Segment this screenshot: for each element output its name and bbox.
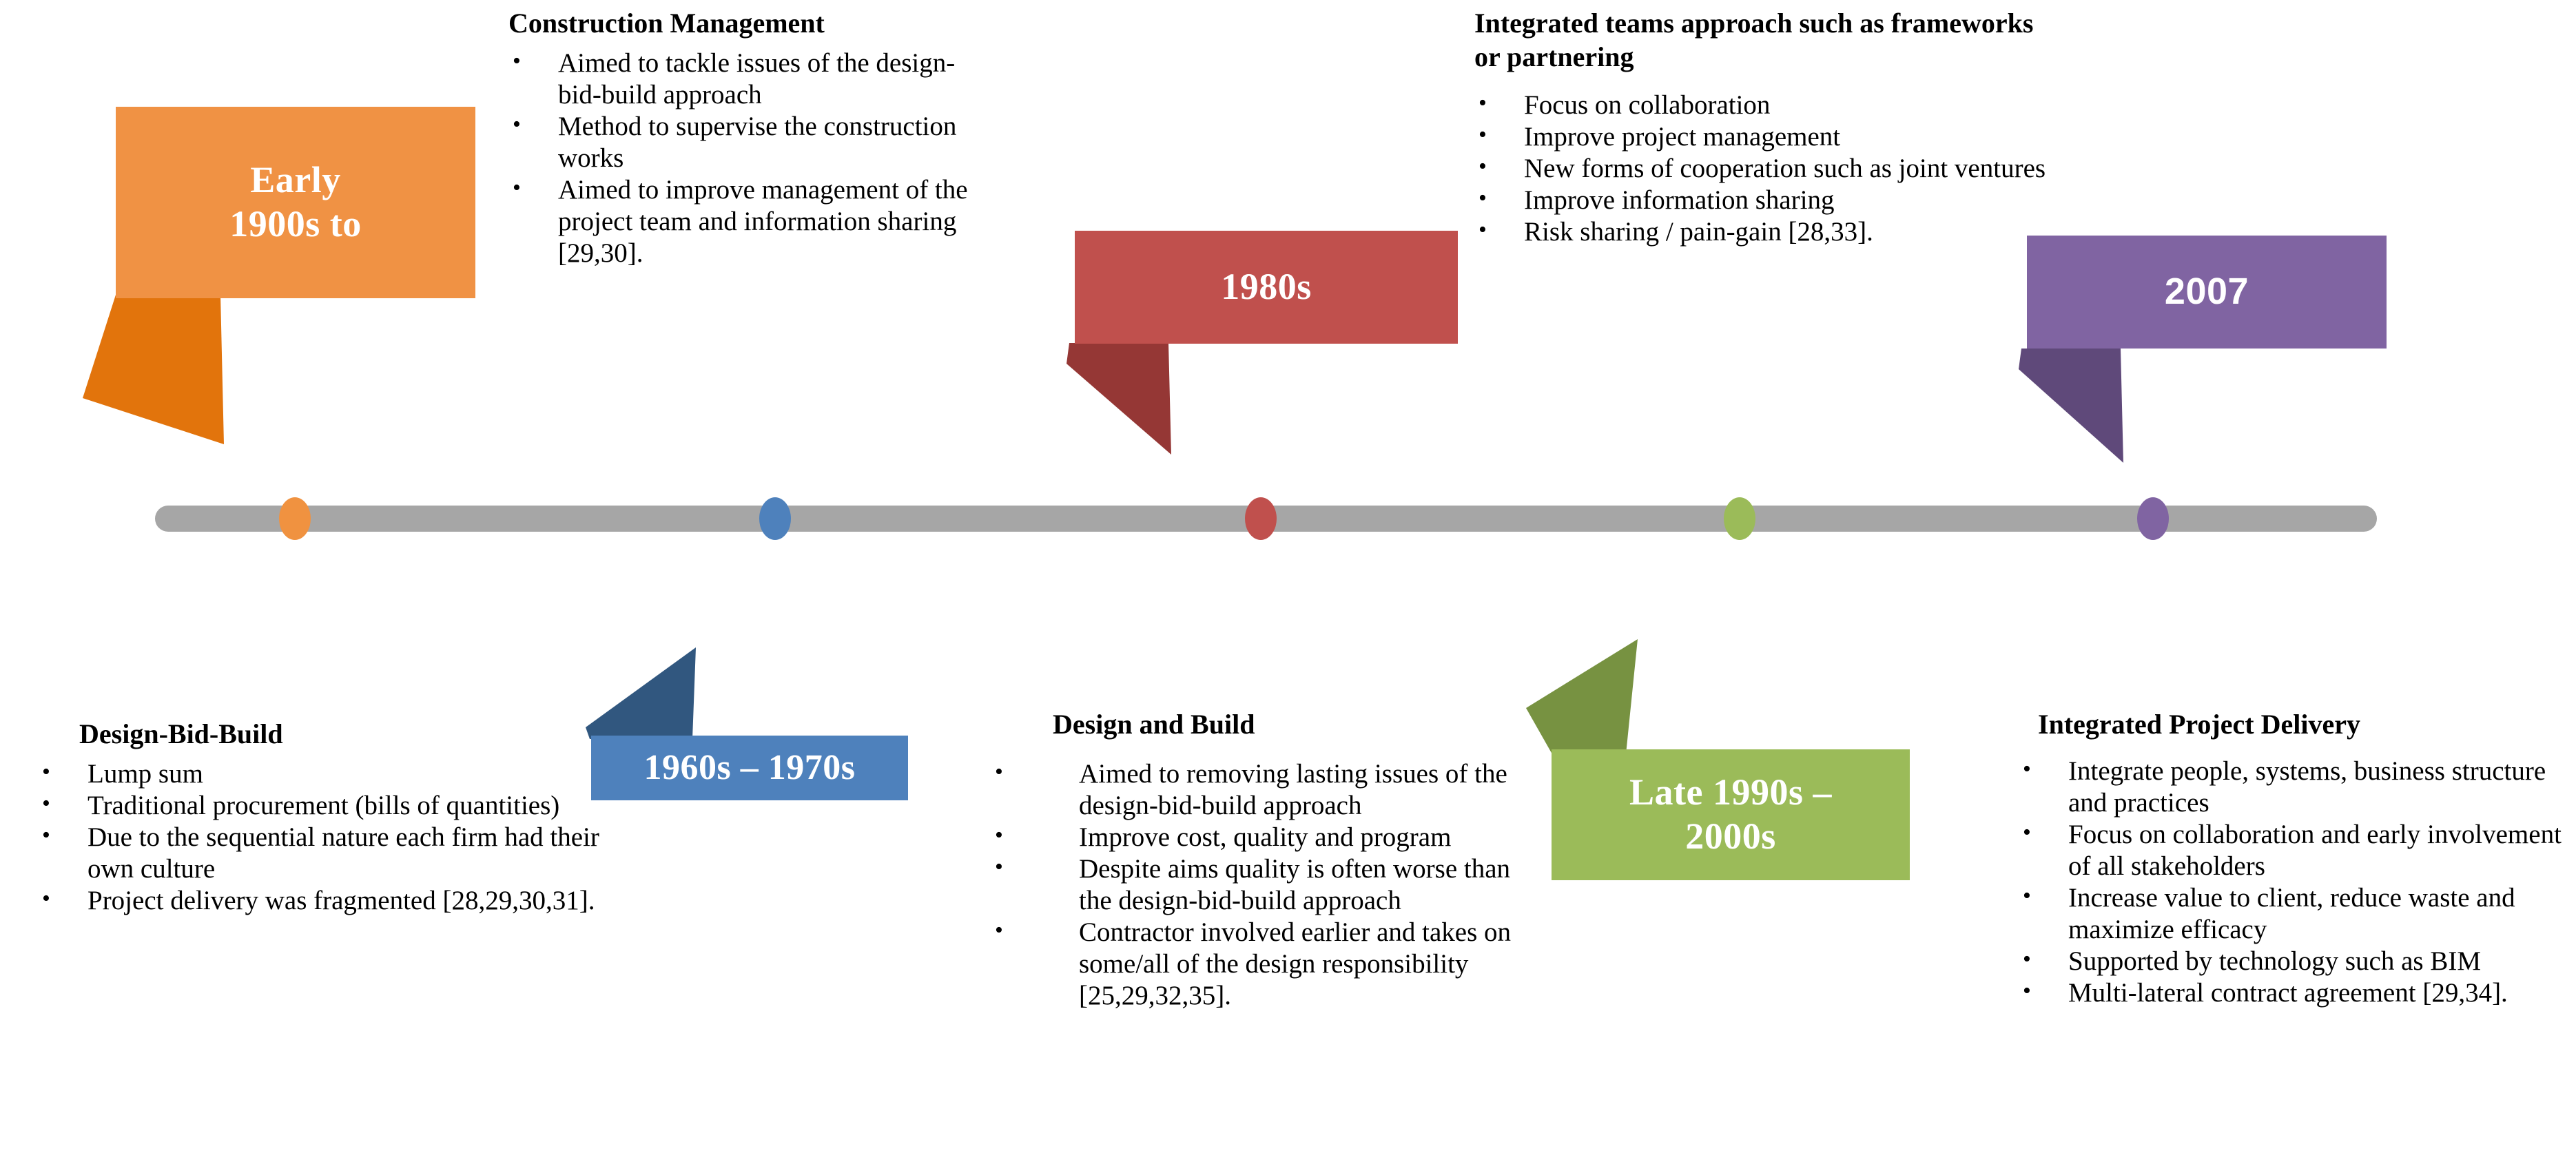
block-title: Integrated Project Delivery bbox=[2038, 709, 2360, 740]
list-item: New forms of cooperation such as joint v… bbox=[1474, 152, 2046, 185]
callout-tail-1980s bbox=[1067, 343, 1171, 455]
timeline-node-1980s[interactable] bbox=[1245, 497, 1277, 540]
timeline-node-2007[interactable] bbox=[2137, 497, 2169, 540]
list-item: Aimed to improve management of the proje… bbox=[508, 173, 991, 269]
list-item: Contractor involved earlier and takes on… bbox=[991, 915, 1535, 1012]
callout-tail-2007 bbox=[2019, 349, 2123, 463]
block-bullet-list: Focus on collaboration Improve project m… bbox=[1474, 88, 2046, 248]
list-item: Despite aims quality is often worse than… bbox=[991, 852, 1535, 917]
block-bullet-list: Aimed to tackle issues of the design-bid… bbox=[508, 46, 991, 269]
callout-label: 2007 bbox=[2164, 271, 2249, 313]
callout-1960s-1970s[interactable]: 1960s – 1970s bbox=[591, 736, 908, 800]
callout-late-1990s-2000s[interactable]: Late 1990s – 2000s bbox=[1552, 749, 1910, 880]
block-integrated-teams: Integrated teams approach such as framew… bbox=[1474, 7, 2046, 248]
callout-tail-late-1990s-2000s bbox=[1526, 639, 1638, 754]
timeline-node-1960s-1970s[interactable] bbox=[759, 497, 791, 540]
list-item: Traditional procurement (bills of quanti… bbox=[38, 789, 610, 822]
block-bullet-list: Aimed to removing lasting issues of the … bbox=[991, 757, 1535, 1012]
list-item: Increase value to client, reduce waste a… bbox=[2019, 881, 2570, 946]
list-item: Improve cost, quality and program bbox=[991, 820, 1535, 853]
list-item: Project delivery was fragmented [28,29,3… bbox=[38, 884, 610, 917]
list-item: Integrate people, systems, business stru… bbox=[2019, 754, 2570, 819]
block-design-and-build: Design and Build Aimed to removing lasti… bbox=[991, 708, 1535, 1012]
list-item: Method to supervise the construction wor… bbox=[508, 110, 991, 174]
callout-2007[interactable]: 2007 bbox=[2027, 236, 2387, 349]
block-design-bid-build: Design-Bid-Build Lump sum Traditional pr… bbox=[38, 718, 610, 917]
callout-label: 1960s – 1970s bbox=[643, 748, 856, 788]
callout-label-line1: Late 1990s – bbox=[1629, 771, 1832, 813]
block-bullet-list: Lump sum Traditional procurement (bills … bbox=[38, 757, 610, 917]
list-item: Due to the sequential nature each firm h… bbox=[38, 820, 610, 885]
timeline-node-late-1990s-2000s[interactable] bbox=[1724, 497, 1755, 540]
callout-tail-early-1900s bbox=[83, 295, 224, 444]
list-item: Multi-lateral contract agreement [29,34]… bbox=[2019, 976, 2570, 1009]
list-item: Lump sum bbox=[38, 757, 610, 790]
block-title: Design and Build bbox=[1053, 709, 1255, 740]
list-item: Improve project management bbox=[1474, 120, 2046, 153]
block-title: Integrated teams approach such as framew… bbox=[1474, 8, 2034, 72]
callout-label-line2: 1900s to bbox=[229, 203, 362, 245]
list-item: Focus on collaboration and early involve… bbox=[2019, 818, 2570, 882]
callout-1980s[interactable]: 1980s bbox=[1075, 231, 1458, 344]
list-item: Aimed to removing lasting issues of the … bbox=[991, 757, 1535, 822]
list-item: Improve information sharing bbox=[1474, 183, 2046, 216]
list-item: Supported by technology such as BIM bbox=[2019, 944, 2570, 977]
list-item: Focus on collaboration bbox=[1474, 88, 2046, 121]
block-integrated-project-delivery: Integrated Project Delivery Integrate pe… bbox=[2019, 708, 2570, 1009]
callout-label-line1: Early bbox=[250, 159, 341, 201]
block-title: Construction Management bbox=[508, 8, 825, 39]
block-construction-management: Construction Management Aimed to tackle … bbox=[508, 7, 991, 269]
timeline-node-early-1900s[interactable] bbox=[279, 497, 311, 540]
callout-tail-1960s-1970s bbox=[586, 647, 696, 739]
block-title: Design-Bid-Build bbox=[79, 718, 283, 749]
callout-early-1900s[interactable]: Early 1900s to bbox=[116, 107, 475, 298]
callout-label: 1980s bbox=[1221, 266, 1312, 308]
list-item: Aimed to tackle issues of the design-bid… bbox=[508, 46, 991, 111]
list-item: Risk sharing / pain-gain [28,33]. bbox=[1474, 215, 2046, 248]
block-bullet-list: Integrate people, systems, business stru… bbox=[2019, 754, 2570, 1009]
callout-label-line2: 2000s bbox=[1685, 815, 1776, 857]
